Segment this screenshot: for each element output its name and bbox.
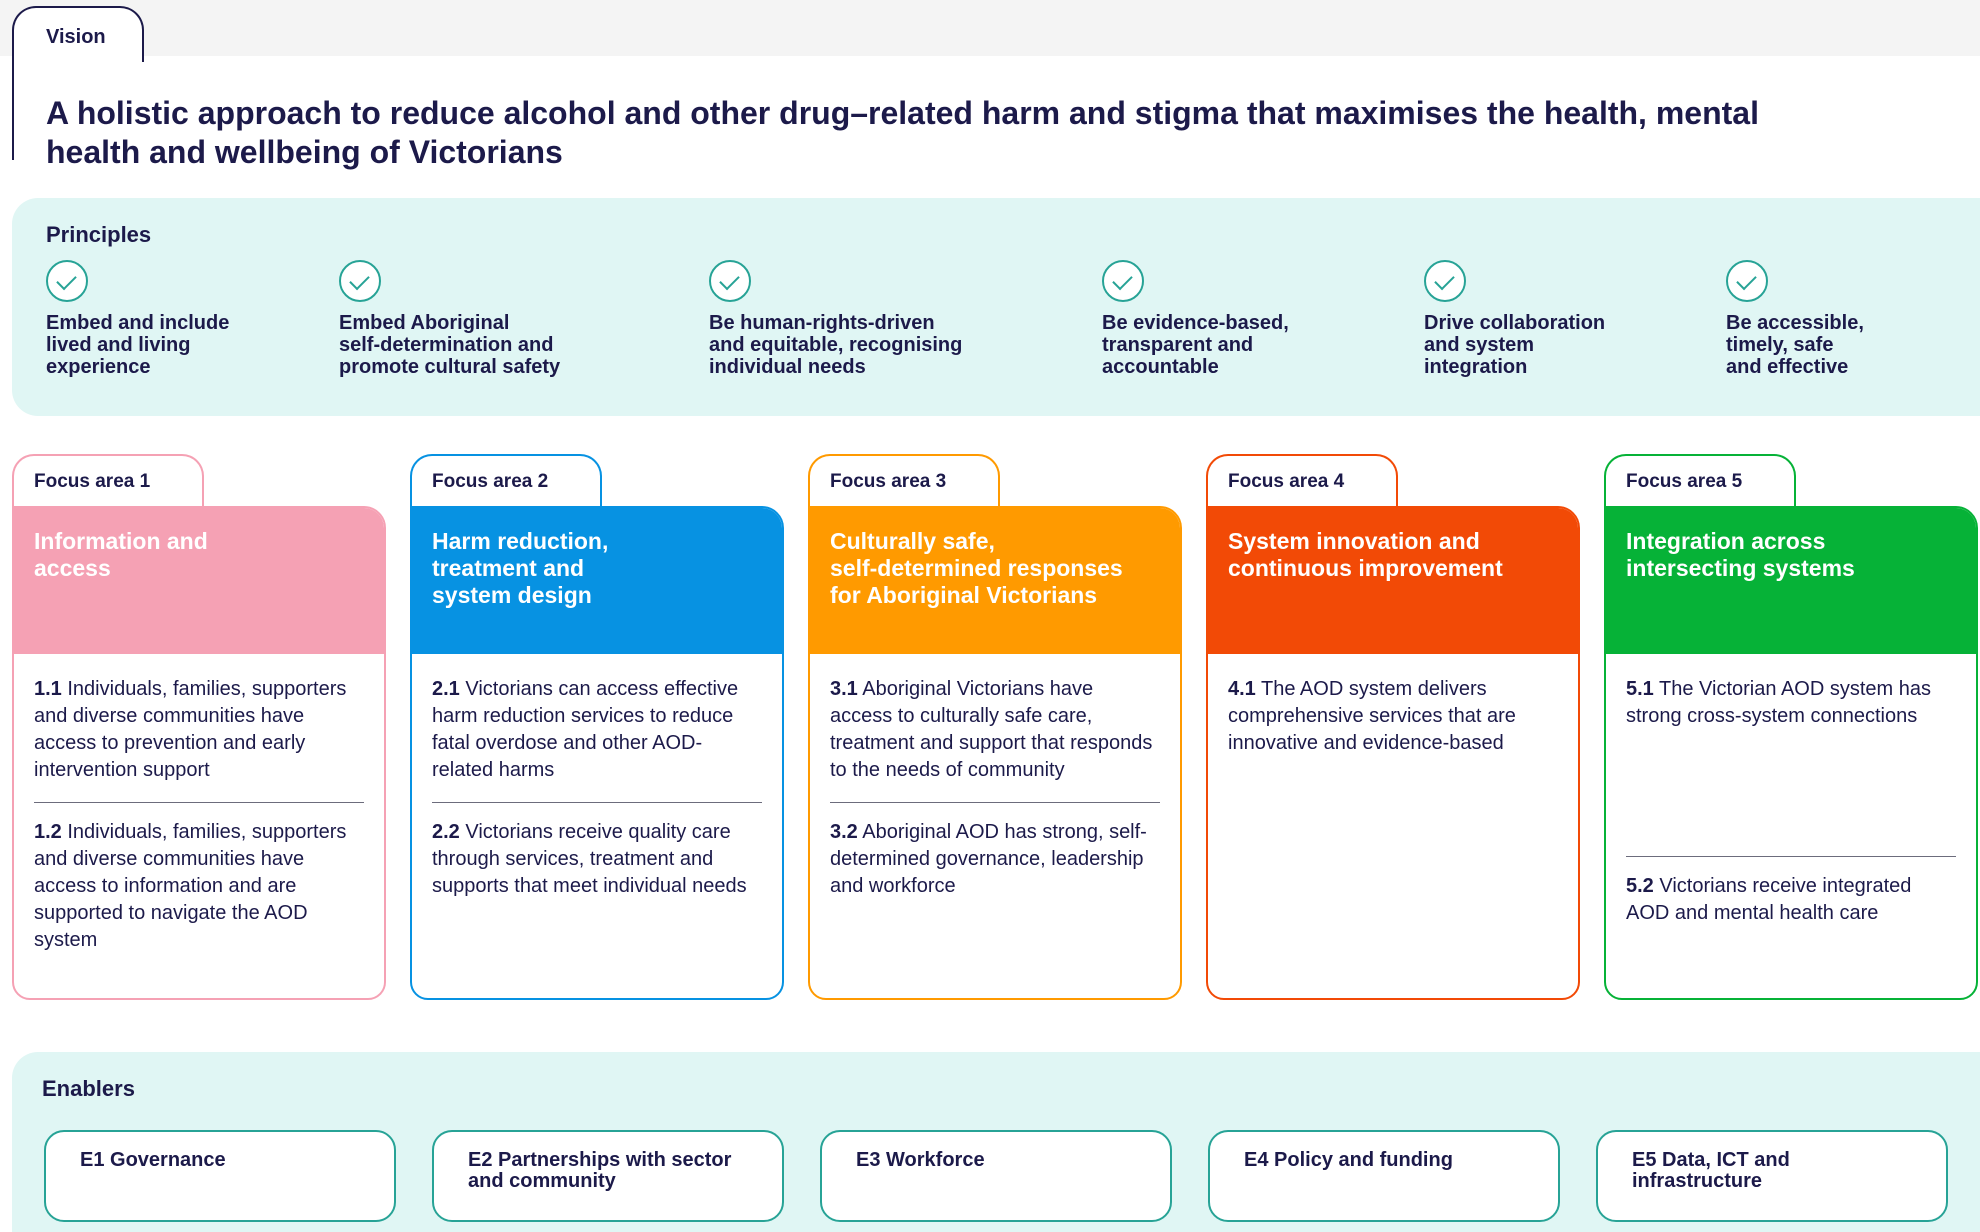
focus-area-outcomes: 4.1 The AOD system delivers comprehensiv…	[1208, 654, 1578, 757]
focus-area-3: Focus area 3 Culturally safe, self-deter…	[808, 454, 1182, 1000]
outcome: 3.2 Aboriginal AOD has strong, self-dete…	[830, 819, 1160, 900]
outcome: 5.2 Victorians receive integrated AOD an…	[1626, 873, 1956, 927]
focus-area-card: Integration across intersecting systems …	[1604, 506, 1978, 1000]
check-circle-icon	[1424, 260, 1466, 302]
principle-label: Be accessible, timely, safe and effectiv…	[1726, 312, 1864, 378]
enablers-title: Enablers	[42, 1076, 135, 1101]
outcome-number: 1.1	[34, 678, 62, 700]
check-circle-icon	[339, 260, 381, 302]
principle-item: Embed Aboriginal self-determination and …	[339, 260, 639, 378]
enablers-panel: Enablers E1 Governance E2 Partnerships w…	[12, 1052, 1980, 1232]
outcome: 5.1 The Victorian AOD system has strong …	[1626, 676, 1956, 838]
principle-item: Be human-rights-driven and equitable, re…	[709, 260, 1009, 378]
focus-area-title: System innovation and continuous improve…	[1208, 508, 1578, 654]
vision-statement: A holistic approach to reduce alcohol an…	[46, 95, 1759, 170]
focus-area-tab: Focus area 5	[1604, 454, 1796, 512]
outcome-text: Victorians receive integrated AOD and me…	[1626, 875, 1912, 924]
vision-band	[0, 0, 1980, 56]
principles-panel: Principles Embed and include lived and l…	[12, 198, 1980, 416]
outcome-text: Victorians receive quality care through …	[432, 821, 747, 897]
enabler-card: E1 Governance	[44, 1130, 396, 1222]
focus-area-5: Focus area 5 Integration across intersec…	[1604, 454, 1978, 1000]
outcome: 2.1 Victorians can access effective harm…	[432, 676, 762, 784]
focus-area-outcomes: 3.1 Aboriginal Victorians have access to…	[810, 654, 1180, 900]
outcome: 2.2 Victorians receive quality care thro…	[432, 819, 762, 900]
check-circle-icon	[709, 260, 751, 302]
outcome-divider	[1626, 856, 1956, 857]
focus-area-tab-label: Focus area 1	[34, 471, 151, 492]
focus-area-tab-label: Focus area 3	[830, 471, 947, 492]
focus-area-tab: Focus area 4	[1206, 454, 1398, 512]
outcome-divider	[830, 802, 1160, 803]
focus-area-title: Information and access	[14, 508, 384, 654]
outcome-number: 5.2	[1626, 875, 1654, 897]
focus-area-tab: Focus area 3	[808, 454, 1000, 512]
outcome-number: 3.1	[830, 678, 858, 700]
principle-item: Drive collaboration and system integrati…	[1424, 260, 1724, 378]
principle-label: Embed Aboriginal self-determination and …	[339, 312, 561, 378]
focus-area-title: Culturally safe, self-determined respons…	[810, 508, 1180, 654]
focus-area-title: Integration across intersecting systems	[1606, 508, 1976, 654]
enabler-card: E5 Data, ICT and infrastructure	[1596, 1130, 1948, 1222]
vision-tab: Vision	[12, 6, 144, 62]
outcome-text: The Victorian AOD system has strong cros…	[1626, 678, 1931, 727]
focus-area-card: System innovation and continuous improve…	[1206, 506, 1580, 1000]
focus-area-outcomes: 5.1 The Victorian AOD system has strong …	[1606, 654, 1976, 927]
focus-area-card: Culturally safe, self-determined respons…	[808, 506, 1182, 1000]
focus-area-2: Focus area 2 Harm reduction, treatment a…	[410, 454, 784, 1000]
focus-area-4: Focus area 4 System innovation and conti…	[1206, 454, 1580, 1000]
outcome-text: Individuals, families, supporters and di…	[34, 821, 347, 951]
outcome-number: 2.2	[432, 821, 460, 843]
focus-area-tab-label: Focus area 2	[432, 471, 549, 492]
outcome-text: Aboriginal Victorians have access to cul…	[830, 678, 1153, 781]
principle-label: Drive collaboration and system integrati…	[1424, 312, 1606, 378]
outcome-divider	[432, 802, 762, 803]
outcome-number: 2.1	[432, 678, 460, 700]
focus-area-tab-label: Focus area 5	[1626, 471, 1743, 492]
outcome-divider	[34, 802, 364, 803]
focus-area-tab: Focus area 2	[410, 454, 602, 512]
focus-area-tab: Focus area 1	[12, 454, 204, 512]
outcome-text: Individuals, families, supporters and di…	[34, 678, 347, 781]
principle-item: Be evidence-based, transparent and accou…	[1102, 260, 1402, 378]
outcome: 1.1 Individuals, families, supporters an…	[34, 676, 364, 784]
outcome: 1.2 Individuals, families, supporters an…	[34, 819, 364, 954]
outcome: 4.1 The AOD system delivers comprehensiv…	[1228, 676, 1558, 757]
outcome: 3.1 Aboriginal Victorians have access to…	[830, 676, 1160, 784]
focus-area-card: Information and access 1.1 Individuals, …	[12, 506, 386, 1000]
principle-item: Be accessible, timely, safe and effectiv…	[1726, 260, 1980, 378]
outcome-number: 4.1	[1228, 678, 1256, 700]
principle-label: Embed and include lived and living exper…	[46, 312, 230, 378]
principle-item: Embed and include lived and living exper…	[46, 260, 346, 378]
outcome-number: 3.2	[830, 821, 858, 843]
outcome-text: The AOD system delivers comprehensive se…	[1228, 678, 1516, 754]
check-circle-icon	[1102, 260, 1144, 302]
focus-area-tab-label: Focus area 4	[1228, 471, 1345, 492]
outcome-text: Aboriginal AOD has strong, self-determin…	[830, 821, 1147, 897]
outcome-number: 1.2	[34, 821, 62, 843]
principle-label: Be evidence-based, transparent and accou…	[1102, 312, 1289, 378]
vision-tab-label: Vision	[46, 26, 106, 48]
enabler-card: E3 Workforce	[820, 1130, 1172, 1222]
check-circle-icon	[1726, 260, 1768, 302]
check-circle-icon	[46, 260, 88, 302]
focus-area-1: Focus area 1 Information and access 1.1 …	[12, 454, 386, 1000]
enabler-card: E2 Partnerships with sector and communit…	[432, 1130, 784, 1222]
focus-area-outcomes: 1.1 Individuals, families, supporters an…	[14, 654, 384, 954]
focus-area-card: Harm reduction, treatment and system des…	[410, 506, 784, 1000]
outcome-number: 5.1	[1626, 678, 1654, 700]
focus-area-title: Harm reduction, treatment and system des…	[412, 508, 782, 654]
principle-label: Be human-rights-driven and equitable, re…	[709, 312, 963, 378]
principles-title: Principles	[46, 222, 152, 247]
enabler-card: E4 Policy and funding	[1208, 1130, 1560, 1222]
outcome-text: Victorians can access effective harm red…	[432, 678, 739, 781]
focus-area-outcomes: 2.1 Victorians can access effective harm…	[412, 654, 782, 900]
vision-divider	[12, 60, 14, 160]
